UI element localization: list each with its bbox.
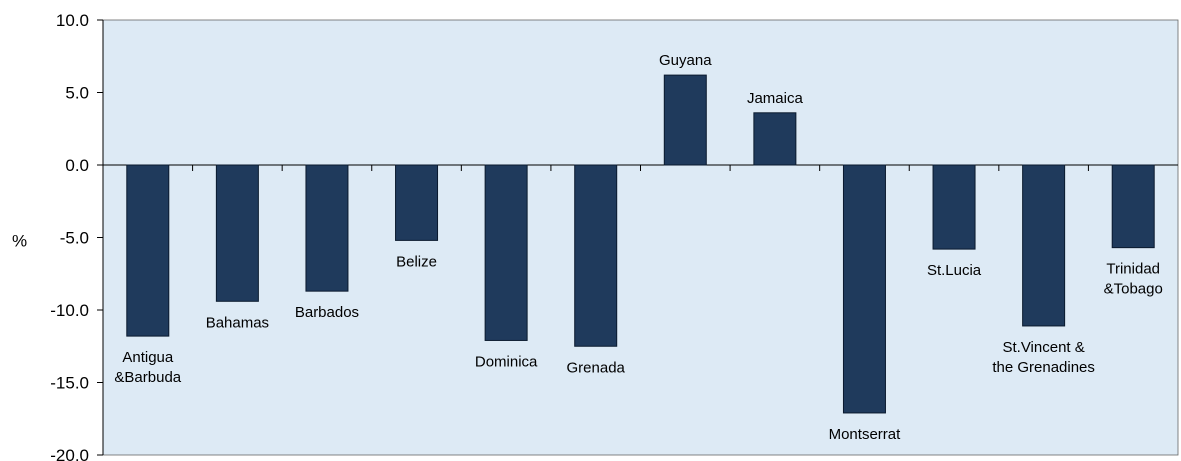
y-tick-label: 0.0	[65, 156, 89, 175]
axes	[97, 19, 1178, 456]
bar	[1022, 164, 1066, 327]
y-tick-label: 5.0	[65, 84, 89, 103]
category-label: Bahamas	[206, 314, 269, 331]
bars	[126, 74, 1155, 414]
y-tick-label: -20.0	[50, 446, 89, 461]
y-axis-label: %	[12, 232, 27, 251]
bar	[395, 164, 439, 241]
bar	[574, 164, 618, 347]
category-label: Guyana	[659, 52, 712, 69]
bar	[663, 74, 707, 166]
bar	[753, 112, 797, 166]
category-label: Jamaica	[747, 90, 804, 107]
bar	[842, 164, 886, 414]
y-tick-label: -15.0	[50, 374, 89, 393]
y-tick-label: -10.0	[50, 301, 89, 320]
bar	[305, 164, 349, 292]
category-label: Antigua&Barbuda	[114, 349, 181, 386]
bar	[1111, 164, 1155, 249]
y-tick-label: -5.0	[60, 229, 89, 248]
category-label: Barbados	[295, 304, 359, 321]
y-tick-label: 10.0	[56, 11, 89, 30]
bar	[484, 164, 528, 341]
category-label: Grenada	[567, 359, 626, 376]
category-label: Montserrat	[829, 426, 902, 443]
plot-area	[102, 19, 1179, 456]
bar	[215, 164, 259, 302]
bar	[126, 164, 170, 337]
category-label: Belize	[396, 253, 437, 270]
category-label: Trinidad&Tobago	[1104, 261, 1163, 298]
bar	[932, 164, 976, 250]
y-tick-labels: 10.0 5.0 0.0 -5.0 -10.0 -15.0 -20.0	[50, 11, 89, 461]
category-label: St.Vincent &the Grenadines	[992, 339, 1095, 376]
category-labels: Antigua&Barbuda Bahamas Barbados BelizeDomi…	[114, 52, 1162, 443]
category-label: Dominica	[475, 353, 538, 370]
category-label: St.Lucia	[927, 262, 982, 279]
